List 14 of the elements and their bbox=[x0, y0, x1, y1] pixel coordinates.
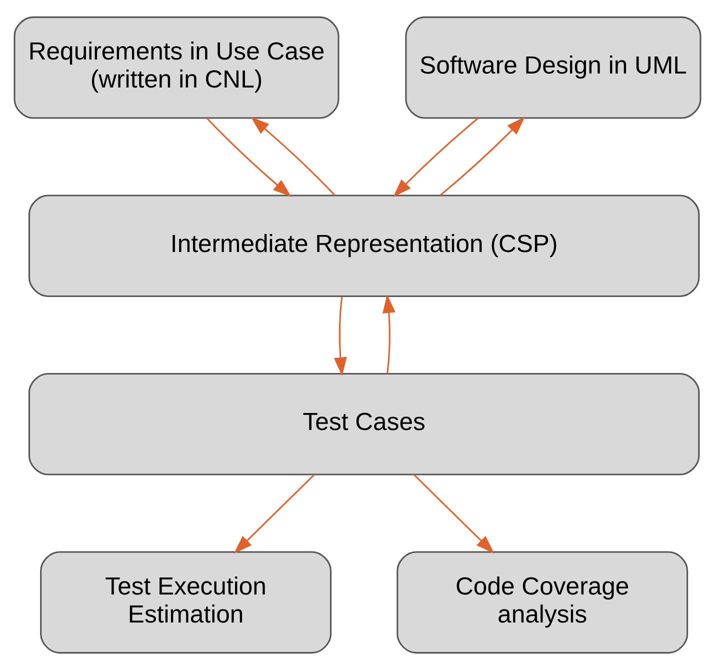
arrow bbox=[440, 116, 525, 196]
node-box: Software Design in UML bbox=[405, 16, 702, 119]
arrow bbox=[382, 294, 396, 374]
node-box: Test Execution Estimation bbox=[40, 551, 332, 654]
arrow bbox=[414, 474, 494, 554]
arrow bbox=[334, 296, 347, 376]
arrow bbox=[234, 474, 314, 554]
arrow bbox=[393, 118, 478, 198]
node-box: Test Cases bbox=[28, 372, 700, 476]
node-box: Code Coverage analysis bbox=[396, 551, 688, 654]
arrow bbox=[206, 118, 292, 197]
node-box: Requirements in Use Case (written in CNL) bbox=[14, 16, 340, 119]
node-box: Intermediate Representation (CSP) bbox=[28, 194, 700, 298]
arrow bbox=[250, 116, 336, 196]
